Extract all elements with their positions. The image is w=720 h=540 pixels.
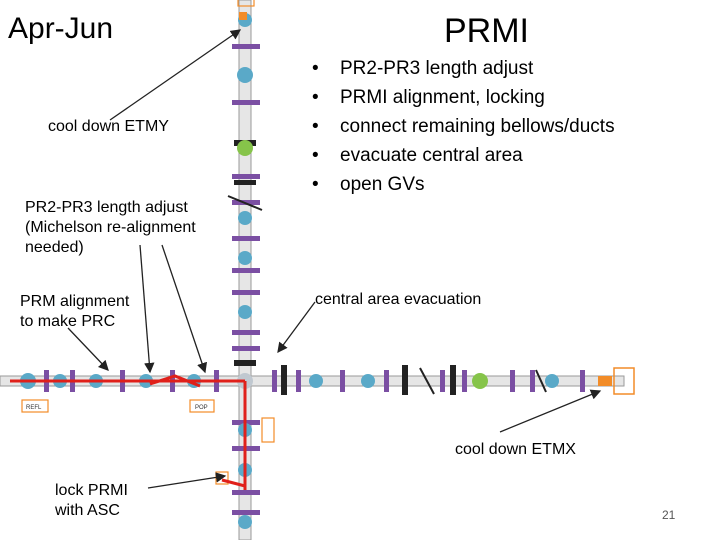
note-line: lock PRMI <box>55 482 128 499</box>
arrow-pr2 <box>139 244 155 374</box>
optic-marks <box>227 195 547 395</box>
arrow-prm <box>67 327 109 371</box>
arrow-pr2b <box>161 244 208 374</box>
note-lock-prmi: lock PRMI with ASC <box>55 481 128 521</box>
arrow-etmx <box>499 389 602 433</box>
pop-label: POP <box>195 405 208 411</box>
note-line: PRM alignment <box>20 293 130 310</box>
task-item: evacuate central area <box>312 141 615 170</box>
arrow-asc <box>147 472 227 489</box>
red-beam-paths <box>10 374 247 490</box>
note-prm-alignment: PRM alignment to make PRC <box>20 292 129 332</box>
task-item: open GVs <box>312 170 615 199</box>
task-item: PR2-PR3 length adjust <box>312 54 615 83</box>
task-list: PR2-PR3 length adjust PRMI alignment, lo… <box>312 54 615 199</box>
page-number: 21 <box>662 508 676 522</box>
note-line: with ASC <box>55 502 120 519</box>
note-line: to make PRC <box>20 313 116 330</box>
refl-box <box>21 399 49 413</box>
task-item: PRMI alignment, locking <box>312 83 615 112</box>
gate-valves <box>234 140 456 395</box>
pop-box <box>189 399 215 413</box>
arrow-etmy <box>109 29 242 121</box>
note-line: PR2-PR3 length adjust <box>25 199 188 216</box>
annotation-arrows <box>67 29 602 489</box>
note-cool-down-etmx: cool down ETMX <box>455 441 576 458</box>
refl-label: REFL <box>26 405 42 411</box>
note-line: (Michelson re-alignment <box>25 219 196 236</box>
y-end-box <box>237 0 255 7</box>
page-title-left: Apr-Jun <box>8 12 114 45</box>
page-title-right: PRMI <box>444 12 529 50</box>
note-cool-down-etmy: cool down ETMY <box>48 118 169 135</box>
pd-box <box>261 417 275 443</box>
note-central-evacuation: central area evacuation <box>315 291 482 308</box>
task-item: connect remaining bellows/ducts <box>312 112 615 141</box>
note-pr2-pr3-adjust: PR2-PR3 length adjust (Michelson re-alig… <box>25 198 196 258</box>
x-end-box <box>613 367 635 395</box>
note-line: needed) <box>25 239 84 256</box>
arrow-central <box>277 301 316 354</box>
